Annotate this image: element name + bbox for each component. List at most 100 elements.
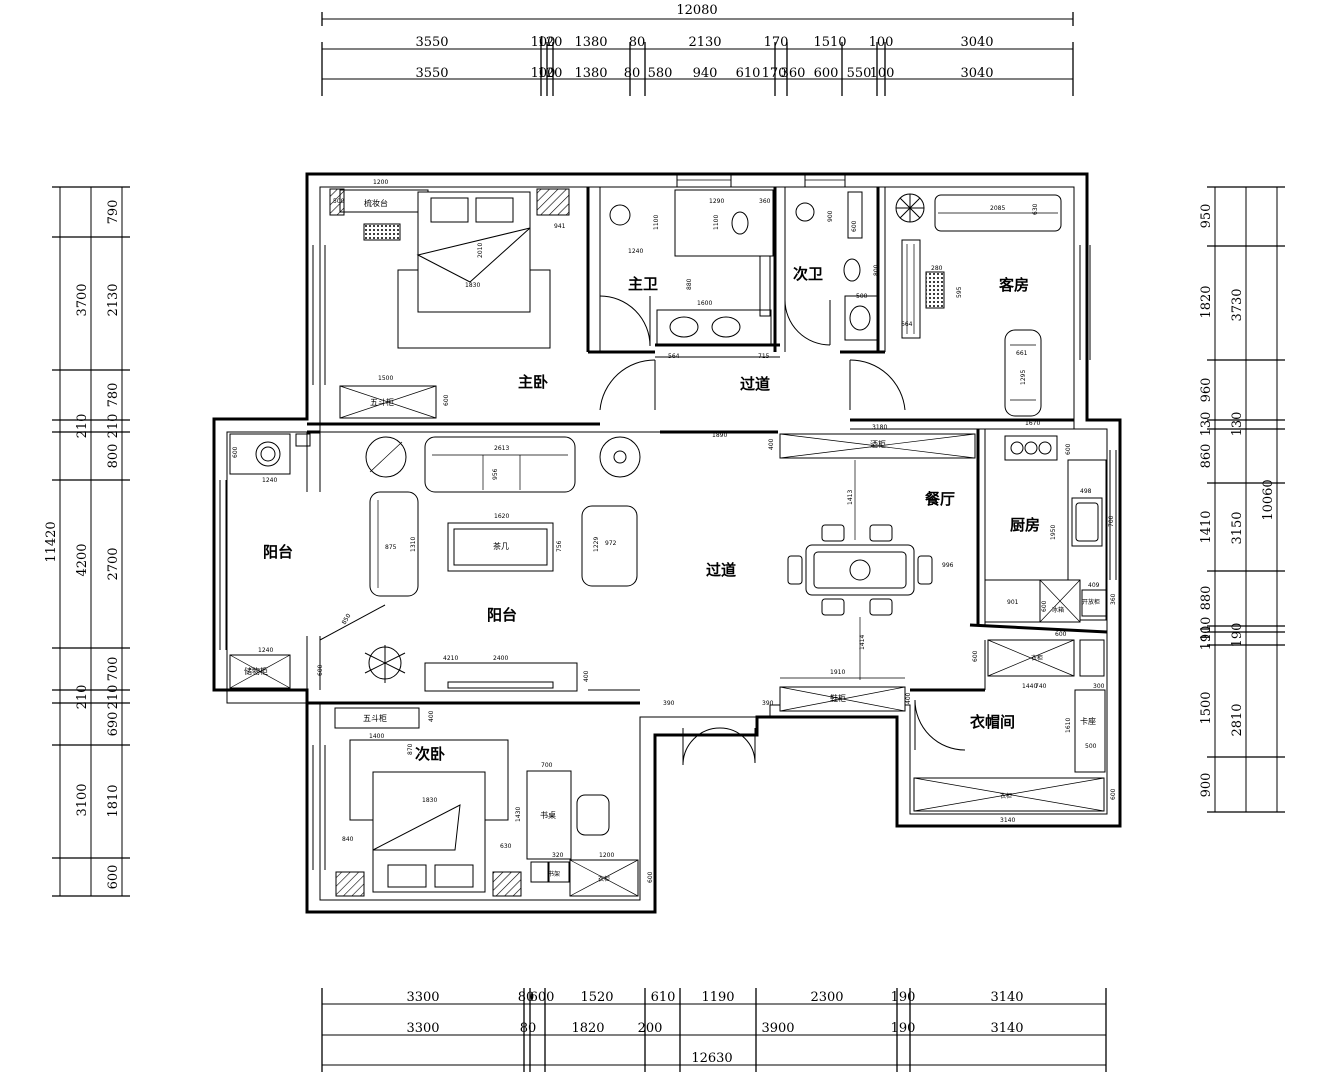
top-dim-r2-0: 3550	[415, 66, 448, 81]
bottom-dim-r2-1: 80	[520, 1021, 537, 1036]
room-dining: 餐厅	[925, 490, 955, 508]
bottom-dim-r2-0: 3300	[406, 1021, 439, 1036]
dim-1500: 1500	[378, 375, 393, 382]
door-cloak	[914, 699, 966, 751]
kitchen: 600 498 700 1950 901 冰箱 600 开放柜 409 360 …	[984, 435, 1117, 638]
wardrobe-bottom-label: 衣柜	[1000, 792, 1012, 800]
dim-2085: 2085	[990, 205, 1005, 212]
top-dim-r1-4: 80	[629, 35, 646, 50]
second-bath: 900 600 800 500 次卫	[793, 191, 880, 341]
right-dim-outer-2: 3150	[1230, 511, 1245, 544]
bottom-dim-r2-6: 3140	[990, 1021, 1023, 1036]
dim-500-second: 500	[856, 293, 868, 300]
dim-664: 664	[901, 321, 913, 328]
bed-sheet-fold	[416, 227, 531, 283]
left-dim-inner-4: 800	[106, 444, 121, 469]
dim-1400: 1400	[369, 733, 384, 740]
left-dim-inner-6: 700	[106, 657, 121, 682]
dresser-label: 梳妆台	[364, 198, 388, 208]
left-dim-inner-3: 210	[106, 414, 121, 439]
bottom-dim-r2-2: 1820	[571, 1021, 604, 1036]
kitchen-sink	[1071, 497, 1103, 547]
dim-1200: 1200	[373, 179, 388, 186]
doors	[319, 295, 966, 766]
desk-label: 书桌	[540, 810, 556, 820]
master-bedroom: 梳妆台 1200 500 2010 1830 941 五斗柜 1500 600 …	[329, 179, 570, 419]
top-dim-r1-5: 2130	[688, 35, 721, 50]
room-kitchen: 厨房	[1010, 516, 1040, 534]
outer-wall	[212, 172, 1122, 914]
right-dim-inner-1: 1820	[1199, 285, 1214, 318]
nightstand-left	[329, 188, 345, 216]
top-dim-r2-1: 100	[531, 66, 556, 81]
dim-1414: 1414	[859, 635, 866, 650]
dining-area: 酒柜 3180 1890 1670 400 1413 996 1414 1910…	[663, 420, 1040, 712]
wine-cabinet-label: 酒柜	[870, 439, 886, 449]
left-dim-inner-0: 790	[106, 200, 121, 225]
dim-850: 850	[341, 612, 353, 626]
dining-table	[805, 544, 915, 596]
oven-label: 开放柜	[1082, 598, 1100, 606]
bottom-dim-r1-2: 600	[530, 990, 555, 1005]
dim-756: 756	[556, 540, 563, 552]
chest-second	[334, 707, 420, 729]
room-second-bedroom: 次卧	[415, 745, 445, 763]
wardrobe-second-label: 衣柜	[598, 875, 610, 883]
right-dim-inner-8: 190	[1199, 626, 1214, 651]
dim-600-dining: 600	[972, 650, 979, 662]
dim-409: 409	[1088, 582, 1100, 589]
room-balcony-left: 阳台	[263, 543, 293, 561]
dim-880: 880	[686, 278, 693, 290]
living-area: 1240 600 2613 956 875 1310 茶几 1620 756 1…	[229, 433, 641, 692]
pillow2-right	[434, 864, 474, 888]
left-dim-outer-0: 3700	[75, 283, 90, 316]
chair-b1	[821, 598, 845, 616]
dim-1240-balcony: 1240	[262, 477, 277, 484]
dim-595: 595	[956, 286, 963, 298]
top-dim-r1-1: 100	[531, 35, 556, 50]
shower-head-second	[795, 202, 815, 222]
dim-360-kitchen: 360	[1110, 593, 1117, 605]
left-dim-outer-1: 210	[75, 414, 90, 439]
right-dim-outer-1: 130	[1230, 412, 1245, 437]
room-corridor-main: 过道	[706, 561, 736, 579]
dim-715: 715	[758, 353, 770, 360]
dim-1295: 1295	[1020, 370, 1027, 385]
dim-1830: 1830	[465, 282, 480, 289]
dim-1620: 1620	[494, 513, 509, 520]
left-dim-inner-10: 600	[106, 865, 121, 890]
stove	[1004, 435, 1058, 461]
bottom-dim-r2-5: 190	[891, 1021, 916, 1036]
shower-head-master	[609, 204, 631, 226]
left-total-label: 11420	[44, 521, 59, 562]
door-master-bath	[599, 295, 651, 347]
counter	[984, 579, 1041, 623]
left-dim-inner-1: 2130	[106, 283, 121, 316]
dim-700-second: 700	[541, 762, 553, 769]
armchair-right	[581, 505, 638, 587]
door-guest	[849, 359, 906, 411]
dim-600-kitchen-c: 600	[1055, 631, 1067, 638]
dim-600-kitchen: 600	[1065, 443, 1072, 455]
room-master-bath: 主卫	[628, 275, 658, 293]
dim-600b: 600	[317, 664, 324, 676]
dim-996: 996	[942, 562, 954, 569]
top-dim-r2-12: 100	[870, 66, 895, 81]
top-dim-r2-13: 3040	[960, 66, 993, 81]
nightstand2-left	[335, 871, 365, 897]
dim-280: 280	[931, 265, 943, 272]
dim-1229: 1229	[593, 537, 600, 552]
sink-left	[669, 316, 699, 338]
top-dim-r2-8: 170	[762, 66, 787, 81]
dim-320: 320	[552, 852, 564, 859]
right-dim-outer-4: 2810	[1230, 703, 1245, 736]
dim-630: 630	[1032, 203, 1039, 215]
dim-600: 600	[851, 220, 858, 232]
desk	[526, 770, 572, 860]
right-dim-inner-0: 950	[1199, 204, 1214, 229]
right-dim-inner-6: 880	[1199, 586, 1214, 611]
dim-740: 740	[1035, 683, 1047, 690]
